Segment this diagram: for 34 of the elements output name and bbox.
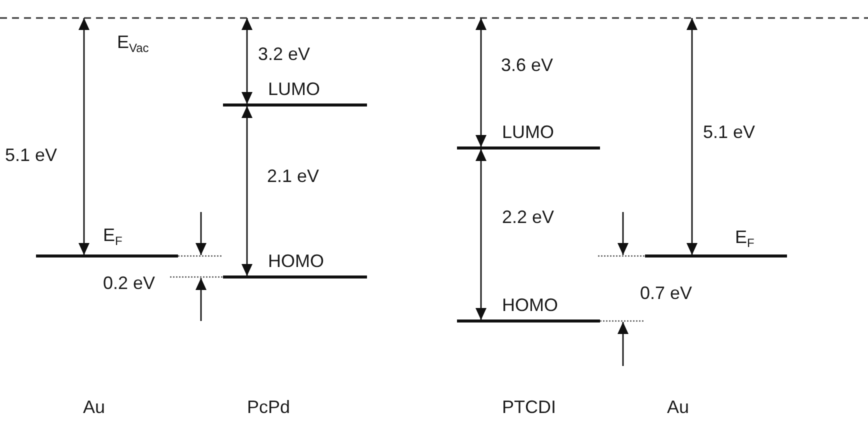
edge-label: 3.6 eV xyxy=(501,56,554,74)
level-label: E$_{F}$ xyxy=(103,226,122,247)
edge-label: 2.1 eV xyxy=(267,167,320,185)
value-label: 0.7 eV xyxy=(640,284,692,302)
level-label: LUMO xyxy=(502,123,554,141)
arrow xyxy=(196,212,206,255)
edge-label: 5.1 eV xyxy=(703,123,756,141)
energy-level xyxy=(223,80,367,107)
double-arrow xyxy=(476,149,486,320)
edge-label: 3.2 eV xyxy=(258,45,310,63)
double-arrow xyxy=(242,18,252,104)
energy-level xyxy=(36,226,222,258)
arrow xyxy=(618,322,628,366)
level-label: HOMO xyxy=(268,252,324,270)
energy-level xyxy=(170,252,367,279)
edge-label: 5.1 eV xyxy=(5,146,58,164)
double-arrow xyxy=(78,18,90,255)
level-label: E$_{Vac}$ xyxy=(117,33,149,54)
edge-label: 2.2 eV xyxy=(502,208,554,226)
level-label: E$_{F}$ xyxy=(735,228,754,249)
material-label: PcPd xyxy=(247,398,290,416)
energy-level xyxy=(457,123,600,150)
material-label: Au xyxy=(83,398,106,416)
value-label: 0.2 eV xyxy=(103,274,156,292)
material-label: Au xyxy=(667,398,690,416)
level-label: LUMO xyxy=(268,80,320,98)
material-label: PTCDI xyxy=(502,398,556,416)
arrow xyxy=(618,212,628,255)
energy-level xyxy=(598,228,787,258)
double-arrow xyxy=(476,18,486,147)
double-arrow xyxy=(686,18,698,255)
level-label: HOMO xyxy=(502,296,558,314)
double-arrow xyxy=(242,106,252,276)
arrow xyxy=(196,278,206,321)
